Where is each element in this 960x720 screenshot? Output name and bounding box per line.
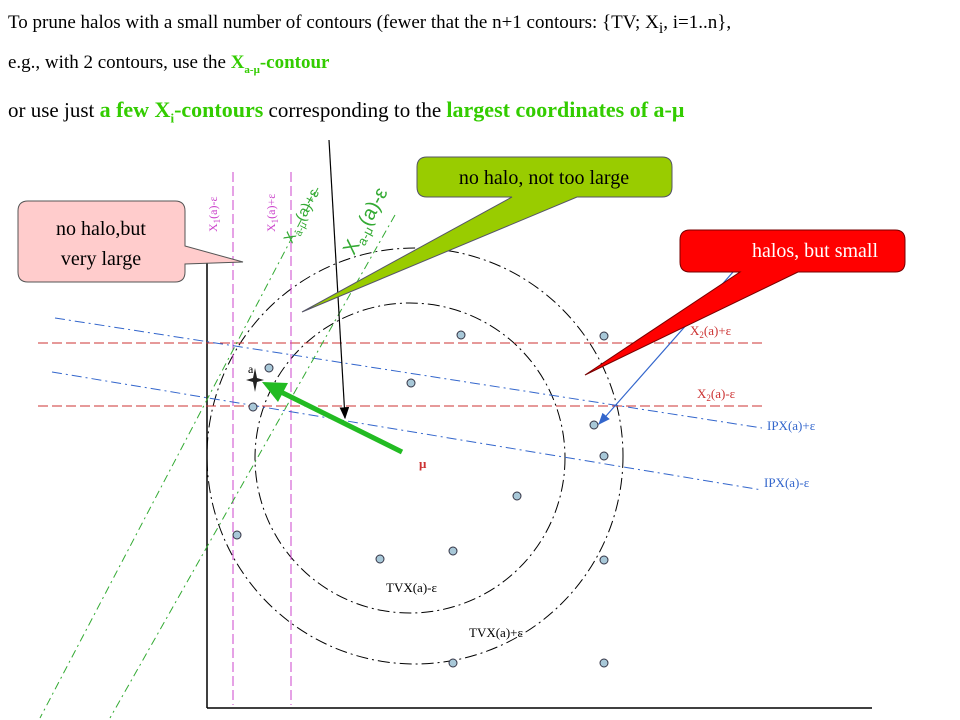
- xamu-minus-label: Xa-μ(a)-ε: [339, 184, 395, 260]
- point-mu-label: μ: [419, 456, 427, 471]
- a-mu-arrow-head: [262, 382, 288, 402]
- data-point: [599, 451, 609, 461]
- ipx-minus-line: [51, 371, 763, 491]
- pink-callout-line1: no halo,but: [56, 218, 146, 240]
- largest-coordinates-highlight: largest coordinates of a-μ: [446, 97, 685, 122]
- tvx-minus-circle: [254, 302, 566, 614]
- data-point: [448, 658, 458, 668]
- data-point: [599, 331, 609, 341]
- pink-callout: no halo,but very large: [17, 200, 244, 283]
- data-point: [248, 402, 258, 412]
- tvx-plus-label: TVX(a)+ε: [469, 625, 523, 640]
- data-point: [589, 420, 599, 430]
- green-callout: no halo, not too large: [301, 156, 673, 313]
- a-mu-arrow-line: [279, 389, 404, 455]
- green-callout-bubble: [301, 156, 673, 313]
- heading-line-1: To prune halos with a small number of co…: [8, 12, 731, 38]
- ipx-minus-label: IPX(a)-ε: [764, 475, 810, 490]
- data-point: [232, 530, 242, 540]
- heading-line-2: e.g., with 2 contours, use the Xa-μ-cont…: [8, 52, 329, 76]
- green-callout-text: no halo, not too large: [459, 167, 629, 189]
- heading-line-3-mid: corresponding to the: [263, 98, 447, 122]
- x1-minus-label: X1(a)-ε: [206, 196, 222, 232]
- xamu-plus-line: [39, 187, 319, 719]
- data-point: [456, 330, 466, 340]
- point-a-star: [246, 368, 264, 392]
- heading-line-3-text: or use just: [8, 98, 100, 122]
- xamu-contour-sub: a-μ: [244, 63, 260, 76]
- red-callout-text: halos, but small: [752, 240, 879, 262]
- x2-minus-label: X2(a)-ε: [697, 386, 736, 403]
- data-points: [232, 330, 609, 668]
- few-xi-main: a few X: [99, 97, 171, 122]
- xamu-contour-x: X: [230, 52, 245, 73]
- data-point: [264, 363, 274, 373]
- red-callout: halos, but small: [584, 229, 906, 376]
- black-arrow: [328, 139, 350, 420]
- pink-callout-bubble: [17, 200, 244, 283]
- point-a-label: a: [248, 362, 254, 376]
- xamu-plus-label: Xa-μ(a)+ε: [281, 186, 326, 247]
- data-point: [375, 554, 385, 564]
- heading-line-1-sub: i: [658, 19, 664, 37]
- red-callout-bubble: [584, 229, 906, 376]
- ipx-plus-label: IPX(a)+ε: [767, 418, 816, 433]
- tvx-plus-circle: [206, 247, 624, 665]
- heading-line-1-end: , i=1..n},: [663, 12, 732, 33]
- data-point: [448, 546, 458, 556]
- xamu-contour-end: -contour: [259, 52, 330, 73]
- pink-callout-line2: very large: [61, 248, 141, 270]
- few-xi-sub: i: [170, 110, 175, 126]
- heading-line-3: or use just a few Xi-contours correspond…: [8, 97, 684, 126]
- data-point: [599, 658, 609, 668]
- x2-plus-label: X2(a)+ε: [690, 323, 732, 340]
- data-point: [512, 491, 522, 501]
- xamu-minus-line: [109, 214, 396, 719]
- heading-line-1-text: To prune halos with a small number of co…: [8, 12, 659, 33]
- data-point: [599, 555, 609, 565]
- few-xi-end: -contours: [174, 97, 264, 122]
- heading-line-2-text: e.g., with 2 contours, use the: [8, 52, 231, 73]
- xamu-contour-highlight: Xa-μ-contour: [230, 52, 330, 76]
- few-xi-contours-highlight: a few Xi-contours: [99, 97, 264, 126]
- data-point: [406, 378, 416, 388]
- x1-plus-label: X1(a)+ε: [264, 194, 280, 232]
- tvx-minus-label: TVX(a)-ε: [386, 580, 437, 595]
